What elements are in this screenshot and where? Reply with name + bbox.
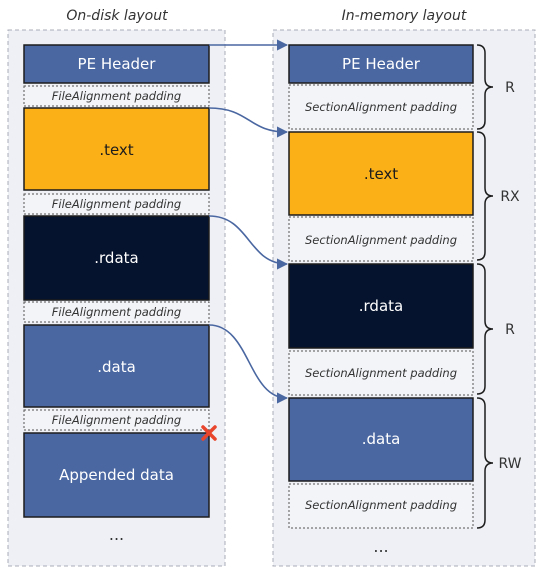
- permission-data: RW: [498, 456, 521, 472]
- disk-padding-2-label: FileAlignment padding: [52, 197, 181, 211]
- disk-data-section: .data: [23, 324, 210, 408]
- disk-padding-3: FileAlignment padding: [23, 301, 210, 323]
- memory-padding-4: SectionAlignment padding: [288, 483, 474, 529]
- disk-text-section: .text: [23, 107, 210, 191]
- disk-ellipsis: ...: [109, 525, 124, 544]
- disk-padding-4-label: FileAlignment padding: [52, 413, 181, 427]
- memory-rdata-label: .rdata: [359, 297, 403, 315]
- brace-text: [476, 131, 494, 261]
- brace-data: [476, 397, 494, 529]
- disk-data-label: .data: [97, 358, 136, 376]
- memory-padding-3: SectionAlignment padding: [288, 350, 474, 396]
- memory-padding-2-label: SectionAlignment padding: [305, 233, 457, 247]
- permission-rdata: R: [505, 322, 515, 338]
- permission-header: R: [505, 80, 515, 96]
- disk-padding-1: FileAlignment padding: [23, 85, 210, 107]
- memory-padding-2: SectionAlignment padding: [288, 216, 474, 262]
- disk-layout-title: On-disk layout: [66, 8, 168, 24]
- arrow-data-mapping: [208, 324, 289, 404]
- disk-pe-header: PE Header: [23, 44, 210, 84]
- disk-text-label: .text: [99, 141, 133, 159]
- disk-rdata-label: .rdata: [94, 249, 138, 267]
- memory-pe-header: PE Header: [288, 44, 474, 84]
- brace-header: [476, 44, 494, 130]
- memory-padding-3-label: SectionAlignment padding: [305, 366, 457, 380]
- memory-rdata-section: .rdata: [288, 263, 474, 349]
- memory-pe-header-label: PE Header: [342, 55, 421, 73]
- arrow-text-mapping: [208, 107, 289, 138]
- disk-padding-2: FileAlignment padding: [23, 193, 210, 215]
- disk-appended-data: Appended data: [23, 432, 210, 518]
- arrow-rdata-mapping: [208, 215, 289, 270]
- disk-rdata-section: .rdata: [23, 215, 210, 301]
- disk-padding-3-label: FileAlignment padding: [52, 305, 181, 319]
- memory-text-section: .text: [288, 131, 474, 216]
- permission-text: RX: [500, 189, 520, 205]
- memory-layout-title: In-memory layout: [342, 8, 467, 24]
- memory-ellipsis: ...: [373, 537, 388, 556]
- memory-padding-1-label: SectionAlignment padding: [305, 100, 457, 114]
- memory-data-section: .data: [288, 397, 474, 482]
- disk-padding-1-label: FileAlignment padding: [52, 89, 181, 103]
- memory-padding-1: SectionAlignment padding: [288, 84, 474, 130]
- memory-padding-4-label: SectionAlignment padding: [305, 498, 457, 512]
- memory-data-label: .data: [362, 430, 401, 448]
- disk-padding-4: FileAlignment padding: [23, 409, 210, 431]
- disk-appended-data-label: Appended data: [59, 466, 174, 484]
- disk-pe-header-label: PE Header: [78, 55, 157, 73]
- memory-text-label: .text: [364, 165, 398, 183]
- not-loaded-cross-icon: [201, 425, 217, 441]
- brace-rdata: [476, 263, 494, 395]
